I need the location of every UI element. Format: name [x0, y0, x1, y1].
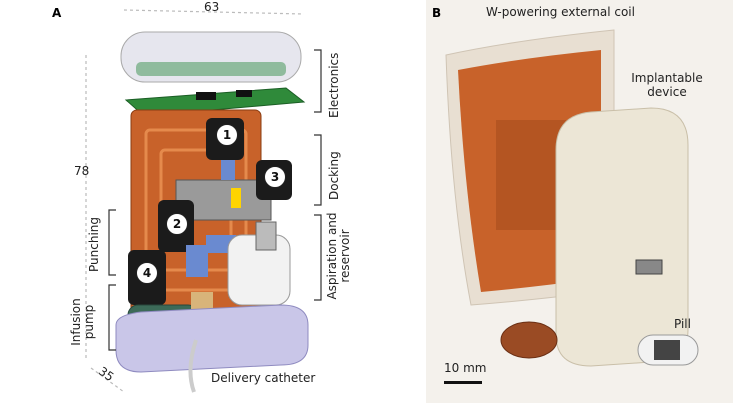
coin [500, 321, 558, 359]
pcb-chip [236, 90, 252, 97]
gear [186, 245, 208, 277]
motor-badge-1: 1 [216, 124, 238, 146]
punching-label: Punching [87, 217, 101, 272]
aspiration-reservoir-label: Aspiration and reservoir [325, 212, 353, 300]
reservoir-piston [255, 221, 277, 251]
motor-badge-2: 2 [166, 213, 188, 235]
gear [221, 160, 235, 180]
aspiration-bracket [314, 214, 322, 301]
scale-label: 10 mm [444, 361, 487, 375]
punching-bracket [108, 209, 116, 276]
motor-badge-4: 4 [136, 262, 158, 284]
implantable-device-label: Implantable device [631, 71, 703, 99]
depth-dimension-line [90, 367, 125, 393]
panel-b-letter: B [432, 6, 442, 20]
docking-latch [231, 188, 241, 208]
base-tray [115, 304, 309, 373]
pill-electronics [654, 340, 680, 360]
lid-pcb-shadow [136, 62, 286, 76]
electronics-label: Electronics [327, 52, 341, 118]
implantable-device [555, 107, 689, 367]
width-dimension-line [123, 9, 305, 15]
coil-center [496, 120, 566, 230]
width-dimension-label: 63 [204, 0, 220, 14]
pill-label: Pill [674, 317, 691, 331]
delivery-catheter-label: Delivery catheter [211, 371, 316, 385]
scale-bar [444, 381, 482, 384]
docking-bracket [314, 134, 322, 206]
figure: A 63 78 35 1 2 3 4 Electronics Docking A… [46, 0, 733, 403]
electronics-bracket [314, 49, 322, 113]
pcb-chip [196, 92, 216, 100]
panel-a-letter: A [52, 6, 62, 20]
delivery-catheter-tube [188, 339, 198, 393]
docking-label: Docking [327, 151, 341, 200]
infusion-pump-label: Infusion pump [69, 298, 97, 346]
coil-label: W-powering external coil [486, 5, 635, 19]
motor-badge-3: 3 [264, 166, 286, 188]
infusion-bracket [108, 284, 116, 351]
device-photo-drawing [444, 29, 699, 384]
height-dimension-label: 78 [74, 164, 90, 178]
device-clip [635, 259, 663, 275]
device-photo: B W-powering external coil Implantable d… [426, 0, 733, 403]
